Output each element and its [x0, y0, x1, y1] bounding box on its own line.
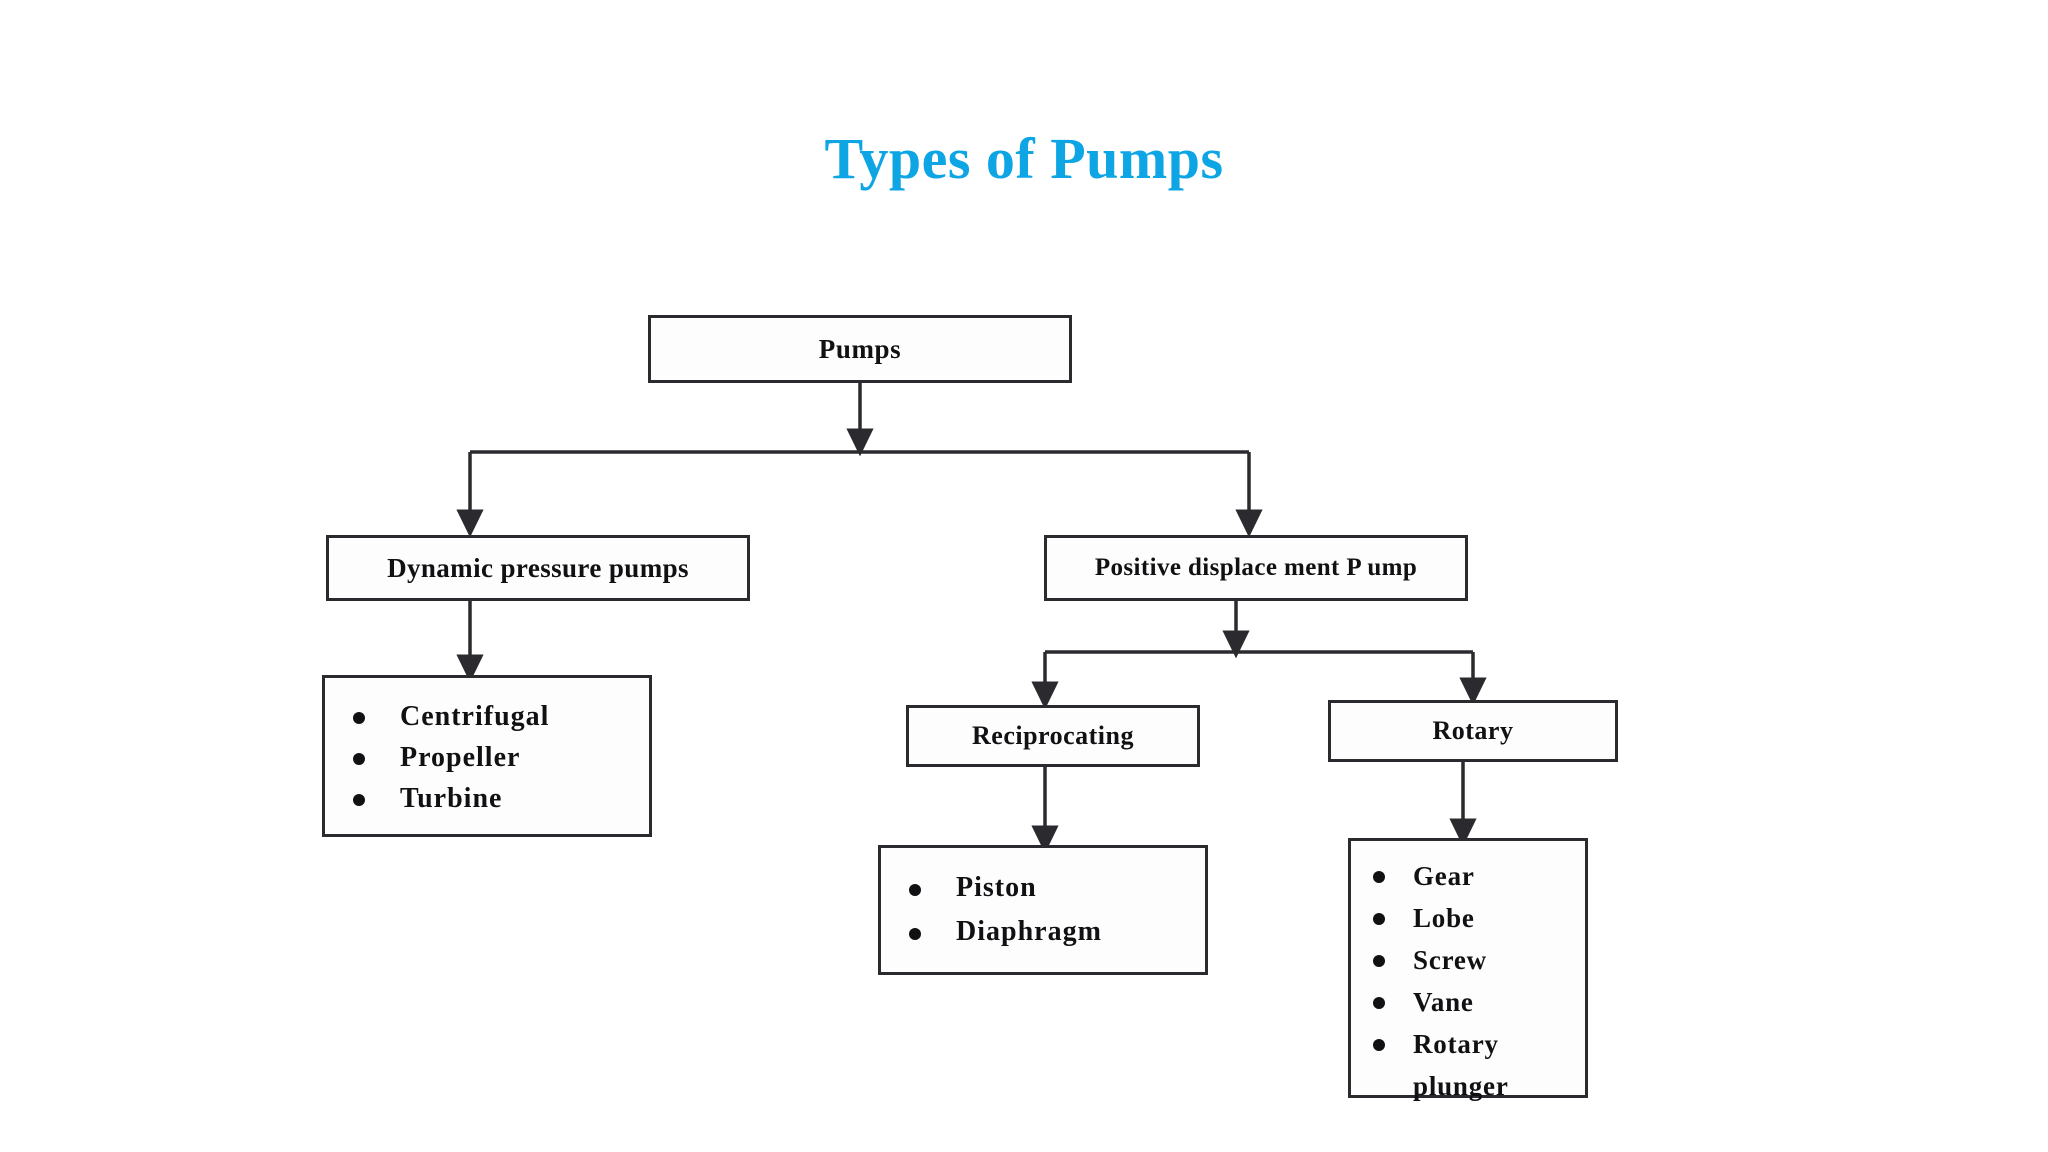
list-item: Screw — [1351, 939, 1585, 981]
list-item-label: Diaphragm — [956, 916, 1102, 947]
list-item: Vane — [1351, 981, 1585, 1023]
list-item: Piston — [881, 866, 1205, 910]
list-item: Gear — [1351, 855, 1585, 897]
node-rotary-label: Rotary — [1432, 716, 1514, 745]
node-reciprocating-label: Reciprocating — [972, 721, 1134, 750]
edge-pumps-to-children — [456, 383, 1263, 538]
node-pumps-label: Pumps — [818, 333, 902, 364]
list-item-label: Propeller — [400, 742, 521, 773]
bullet-dot-icon — [353, 712, 365, 724]
edge-positive-to-children — [1031, 601, 1487, 710]
list-item-label: Screw — [1413, 945, 1487, 975]
node-positive-displacement-pump[interactable]: Positive displace ment P ump — [1044, 535, 1468, 601]
bullet-dot-icon — [1373, 871, 1385, 883]
node-dynamic-pressure-pumps[interactable]: Dynamic pressure pumps — [326, 535, 750, 601]
list-item-label: Vane — [1413, 987, 1474, 1017]
bullet-dot-icon — [909, 928, 921, 940]
node-reciprocating[interactable]: Reciprocating — [906, 705, 1200, 767]
list-item-label: Piston — [956, 872, 1037, 903]
list-item: Diaphragm — [881, 910, 1205, 954]
bullet-dot-icon — [909, 884, 921, 896]
bullet-dot-icon — [1373, 913, 1385, 925]
list-item-label: Turbine — [400, 783, 503, 814]
list-item: Propeller — [325, 737, 649, 778]
page-title: Types of Pumps — [824, 126, 1224, 191]
bullet-dot-icon — [353, 794, 365, 806]
node-positive-displacement-pump-label: Positive displace ment P ump — [1094, 554, 1418, 581]
node-dynamic-pressure-pumps-label: Dynamic pressure pumps — [387, 552, 689, 583]
bullet-dot-icon — [353, 753, 365, 765]
bullet-dot-icon — [1373, 955, 1385, 967]
list-item: Lobe — [1351, 897, 1585, 939]
bullet-dot-icon — [1373, 997, 1385, 1009]
list-item: Centrifugal — [325, 696, 649, 737]
list-item-label: Rotary plunger — [1413, 1029, 1509, 1101]
node-pumps[interactable]: Pumps — [648, 315, 1072, 383]
list-item-label: Gear — [1413, 861, 1475, 891]
bullet-dot-icon — [1373, 1039, 1385, 1051]
list-item: Rotary plunger — [1351, 1023, 1585, 1107]
list-item: Turbine — [325, 778, 649, 819]
list-item-label: Lobe — [1413, 903, 1475, 933]
list-item-label: Centrifugal — [400, 701, 550, 732]
node-rotary[interactable]: Rotary — [1328, 700, 1618, 762]
